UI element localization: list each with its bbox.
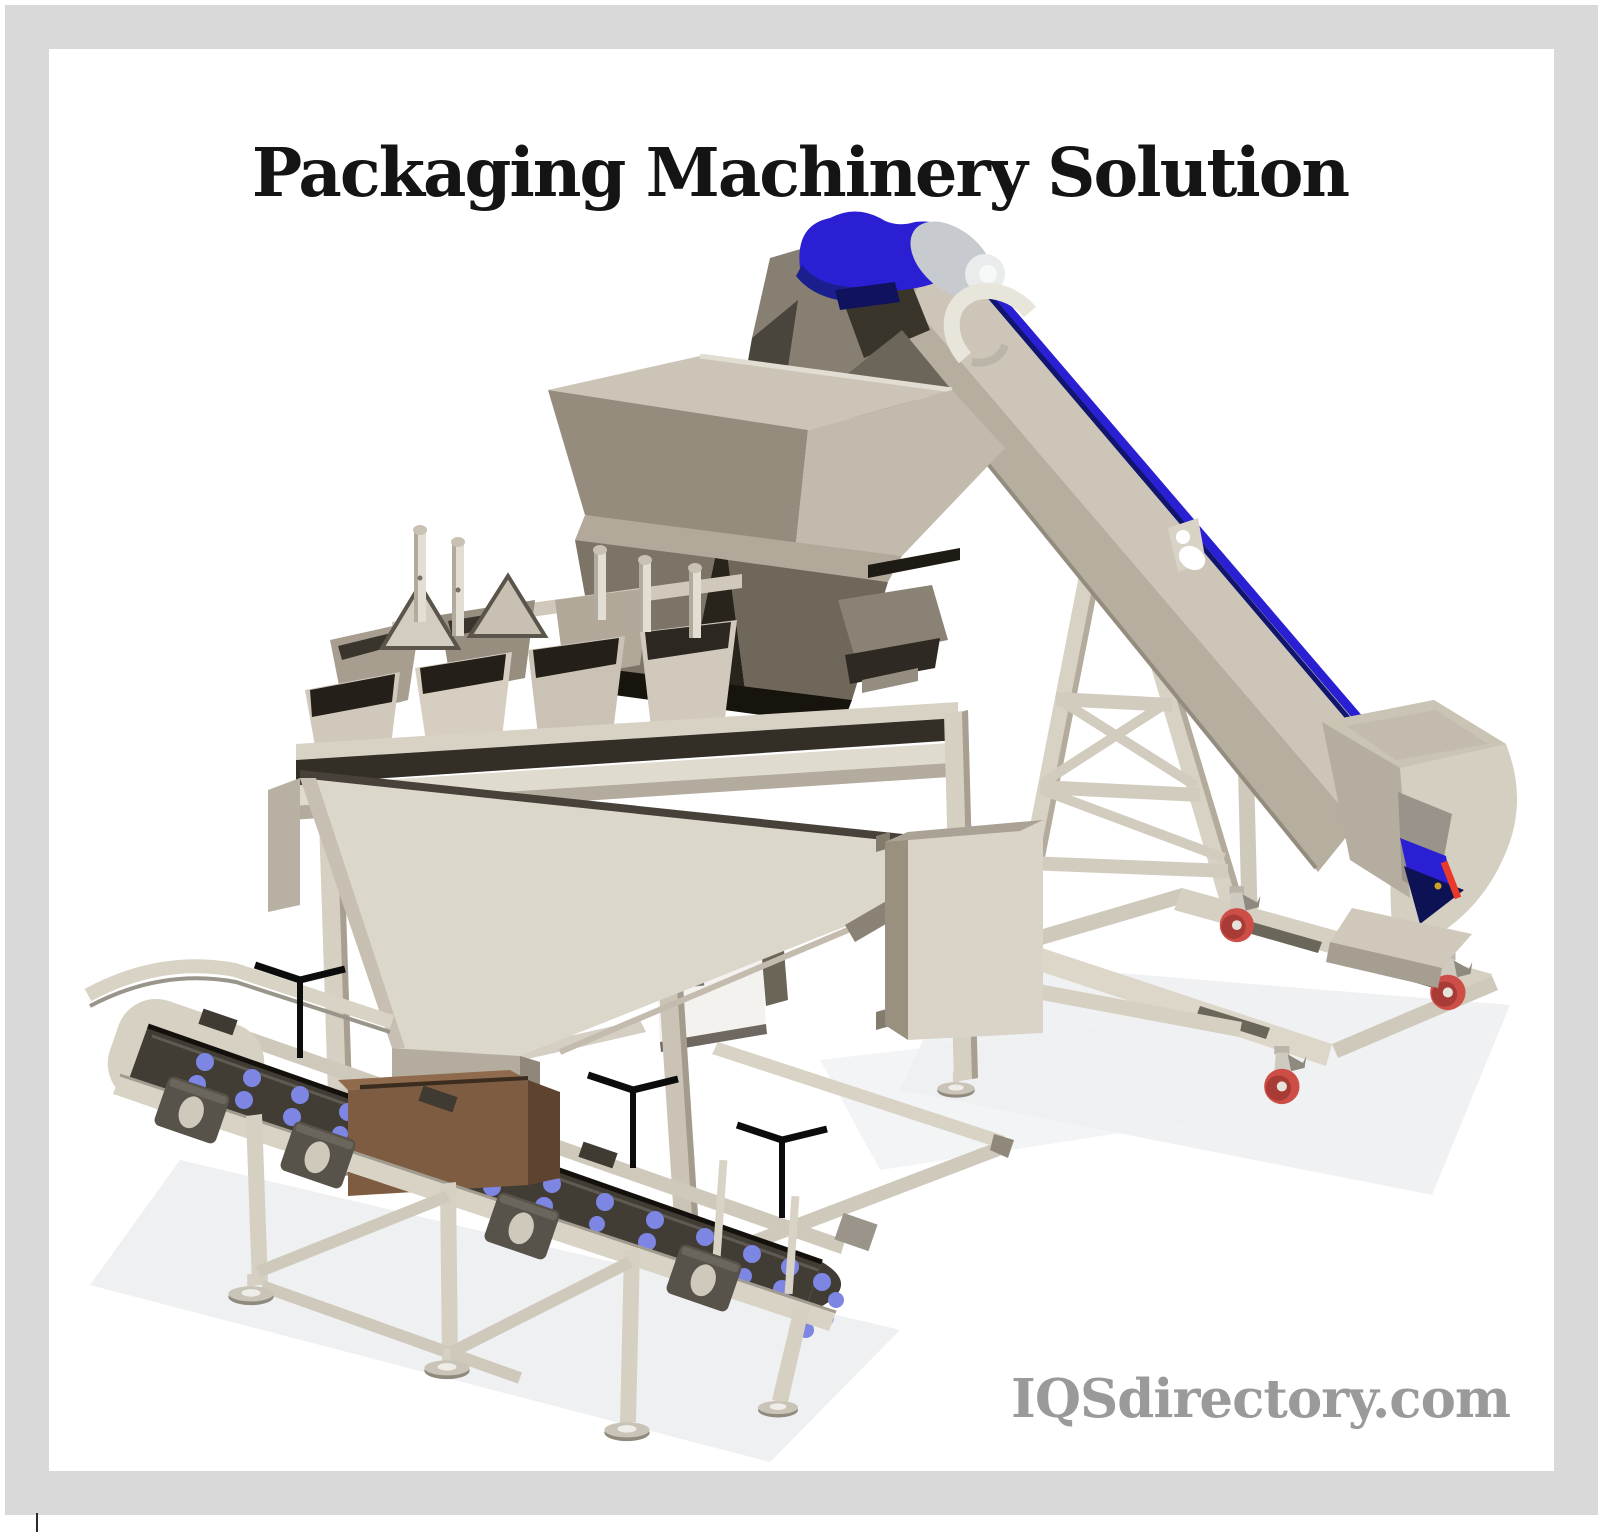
takeaway-belt-conveyor xyxy=(84,959,878,1442)
multihead-weigher xyxy=(305,525,742,785)
weigher-posts xyxy=(413,525,702,638)
guide-rail-curve xyxy=(84,959,395,1029)
bag-clamp-mark xyxy=(737,1125,827,1218)
end-drive-block xyxy=(834,1212,878,1252)
conveyor-legs xyxy=(228,1114,810,1442)
red-handle xyxy=(1440,860,1462,900)
watermark-text: IQSdirectory.com xyxy=(1011,1368,1511,1430)
incline-belt-blue-edge xyxy=(948,232,1408,783)
floor-shadows xyxy=(90,960,1510,1462)
infeed-floor-hopper xyxy=(1322,700,1517,988)
inclined-belt-conveyor xyxy=(880,232,1408,872)
page-title: Packaging Machinery Solution xyxy=(251,132,1350,212)
control-cabinet xyxy=(876,820,1043,1040)
stray-mark xyxy=(36,1513,38,1532)
